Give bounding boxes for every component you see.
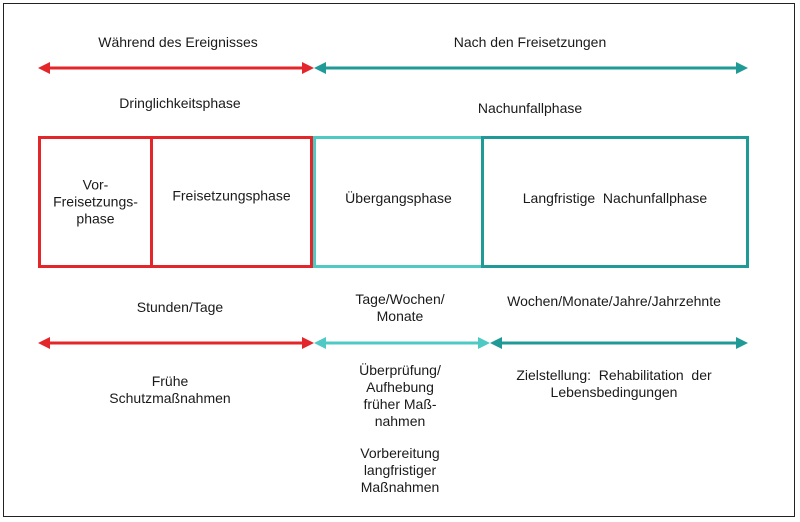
measure-early-line1: Frühe <box>151 373 189 389</box>
phase-release-label: Freisetzungsphase <box>172 187 291 204</box>
label-after-release: Nach den Freisetzungen <box>453 34 607 50</box>
label-urgency-phase: Dringlichkeitsphase <box>119 95 241 111</box>
measure-goal: Zielstellung: Rehabilitation der Lebensb… <box>484 367 744 401</box>
phase-box-transition: Übergangsphase <box>313 136 484 268</box>
arrow-long-term-duration <box>490 337 748 349</box>
phase-pre-release-line1: Vor- <box>82 176 109 193</box>
measure-preparation-line2: langfristiger <box>363 462 437 478</box>
phase-pre-release-line3: phase <box>76 210 115 227</box>
measure-goal-line2: Lebensbedingungen <box>550 384 678 400</box>
measure-review-line1: Überprüfung/ <box>359 362 441 378</box>
arrow-after-release <box>314 62 748 74</box>
measure-early-line2: Schutzmaßnahmen <box>109 390 231 406</box>
label-during-event: Während des Ereignisses <box>98 34 258 50</box>
measure-review-line2: Aufhebung <box>366 379 434 395</box>
diagram-frame <box>3 3 795 517</box>
duration-hours-days: Stunden/Tage <box>136 299 224 315</box>
duration-days-weeks-months: Tage/Wochen/ Monate <box>330 291 470 325</box>
phase-pre-release-line2: Freisetzungs- <box>53 193 138 210</box>
measure-preparation-line3: Maßnahmen <box>360 479 440 495</box>
measure-preparation-line1: Vorbereitung <box>360 445 440 461</box>
phase-box-release: Freisetzungsphase <box>150 136 313 268</box>
label-post-accident-phase: Nachunfallphase <box>477 100 583 116</box>
phase-transition-label: Übergangsphase <box>345 190 452 207</box>
arrow-transition-duration <box>314 337 490 349</box>
phase-long-term-label: Langfristige Nachunfallphase <box>522 190 708 207</box>
measure-preparation: Vorbereitung langfristiger Maßnahmen <box>340 445 460 496</box>
duration-weeks-to-decades: Wochen/Monate/Jahre/Jahrzehnte <box>507 293 721 309</box>
phase-pre-release-label: Vor- Freisetzungs- phase <box>41 177 150 228</box>
arrow-during-event <box>38 62 314 74</box>
measure-review: Überprüfung/ Aufhebung früher Maß- nahme… <box>340 362 460 430</box>
arrow-hours-days <box>38 337 314 349</box>
phase-box-pre-release: Vor- Freisetzungs- phase <box>38 136 153 268</box>
measure-goal-line1: Zielstellung: Rehabilitation der <box>516 367 712 383</box>
duration-dwm-line1: Tage/Wochen/ <box>355 291 445 307</box>
measure-early: Frühe Schutzmaßnahmen <box>70 373 270 407</box>
measure-review-line4: nahmen <box>374 413 426 429</box>
phase-box-long-term: Langfristige Nachunfallphase <box>481 136 749 268</box>
duration-dwm-line2: Monate <box>376 308 424 324</box>
measure-review-line3: früher Maß- <box>363 396 437 412</box>
